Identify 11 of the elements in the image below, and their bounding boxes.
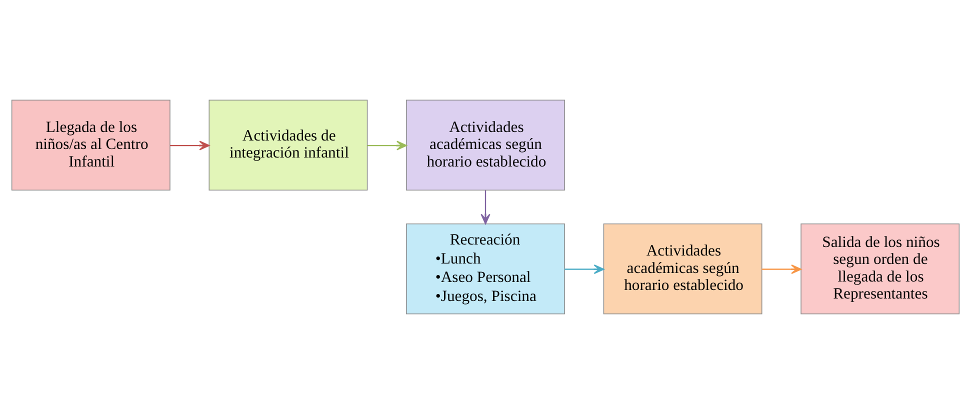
node-box: Recreación •Lunch •Aseo Personal •Juegos, Piscina [406, 223, 565, 314]
node-box: Llegada de los niños/as al Centro Infantil [11, 100, 170, 191]
arrow [170, 140, 210, 150]
arrow [367, 140, 407, 150]
arrow [480, 190, 490, 224]
node-box: Actividades académicas según horario establecido [603, 223, 762, 314]
arrow [762, 264, 802, 274]
node-box: Actividades de integración infantil [208, 100, 368, 191]
arrow [564, 264, 604, 274]
node-box: Actividades académicas según horario establecido [406, 100, 565, 191]
node-box: Salida de los niños segun orden de llegada de los Representantes [800, 223, 960, 314]
